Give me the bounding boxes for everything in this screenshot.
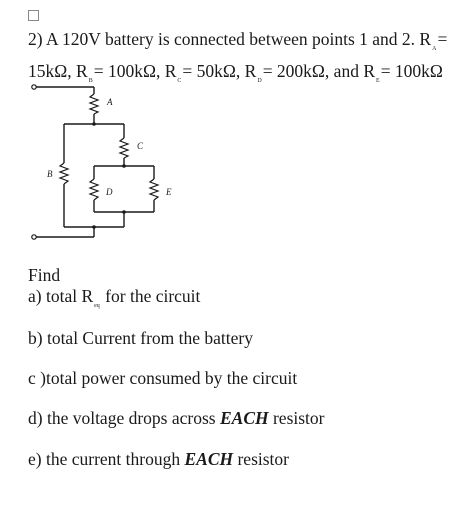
equals-sign: = xyxy=(437,29,448,49)
question-d-emphasis: EACH xyxy=(219,408,269,428)
rd-value: = 200kΩ, and R xyxy=(262,61,376,81)
re-value: = 100kΩ xyxy=(380,61,443,81)
resistor-a xyxy=(88,93,100,115)
label-e: E xyxy=(165,187,172,197)
subscript-a: A xyxy=(432,46,437,52)
label-c: C xyxy=(137,141,144,151)
terminal-2 xyxy=(31,234,37,240)
find-heading-block: Find xyxy=(28,265,468,285)
question-d: d) the voltage drops across EACH resisto… xyxy=(28,408,325,428)
label-b: B xyxy=(47,169,53,179)
question-d-suffix: resistor xyxy=(272,408,325,428)
question-d-prefix: d) the voltage drops across xyxy=(28,408,216,428)
question-a: a) total Req for the circuit xyxy=(28,286,200,311)
question-a-prefix: a) total R xyxy=(28,286,94,306)
subscript-eq: eq xyxy=(94,303,100,309)
rc-value: = 50kΩ, R xyxy=(182,61,257,81)
circuit-diagram: A B C D E xyxy=(31,84,172,240)
problem-text: A 120V battery is connected between poin… xyxy=(46,29,432,49)
terminal-1 xyxy=(31,84,37,90)
subscript-b: B xyxy=(88,78,93,84)
rb-value: = 100kΩ, R xyxy=(93,61,177,81)
resistor-c xyxy=(118,137,130,159)
subscript-c: C xyxy=(177,78,182,84)
problem-number: 2) xyxy=(28,29,43,49)
question-a-suffix: for the circuit xyxy=(105,286,201,306)
resistor-b xyxy=(58,162,70,185)
label-d: D xyxy=(105,187,113,197)
checkbox[interactable] xyxy=(28,10,39,21)
question-e: e) the current through EACH resistor xyxy=(28,449,289,469)
subscript-d: D xyxy=(257,78,262,84)
question-e-prefix: e) the current through xyxy=(28,449,181,469)
problem-line-2: 15kΩ, RB= 100kΩ, RC= 50kΩ, RD= 200kΩ, an… xyxy=(28,58,468,90)
problem-line-1: 2) A 120V battery is connected between p… xyxy=(28,26,468,58)
label-a: A xyxy=(106,97,113,107)
question-e-suffix: resistor xyxy=(237,449,290,469)
question-b: b) total Current from the battery xyxy=(28,328,253,348)
find-heading: Find xyxy=(28,265,61,285)
question-c: c )total power consumed by the circuit xyxy=(28,368,298,388)
subscript-e: E xyxy=(376,78,380,84)
problem-statement: 2) A 120V battery is connected between p… xyxy=(28,26,468,90)
ra-value: 15kΩ, R xyxy=(28,61,88,81)
resistor-e xyxy=(148,178,160,201)
question-e-emphasis: EACH xyxy=(184,449,234,469)
resistor-d xyxy=(88,178,100,201)
